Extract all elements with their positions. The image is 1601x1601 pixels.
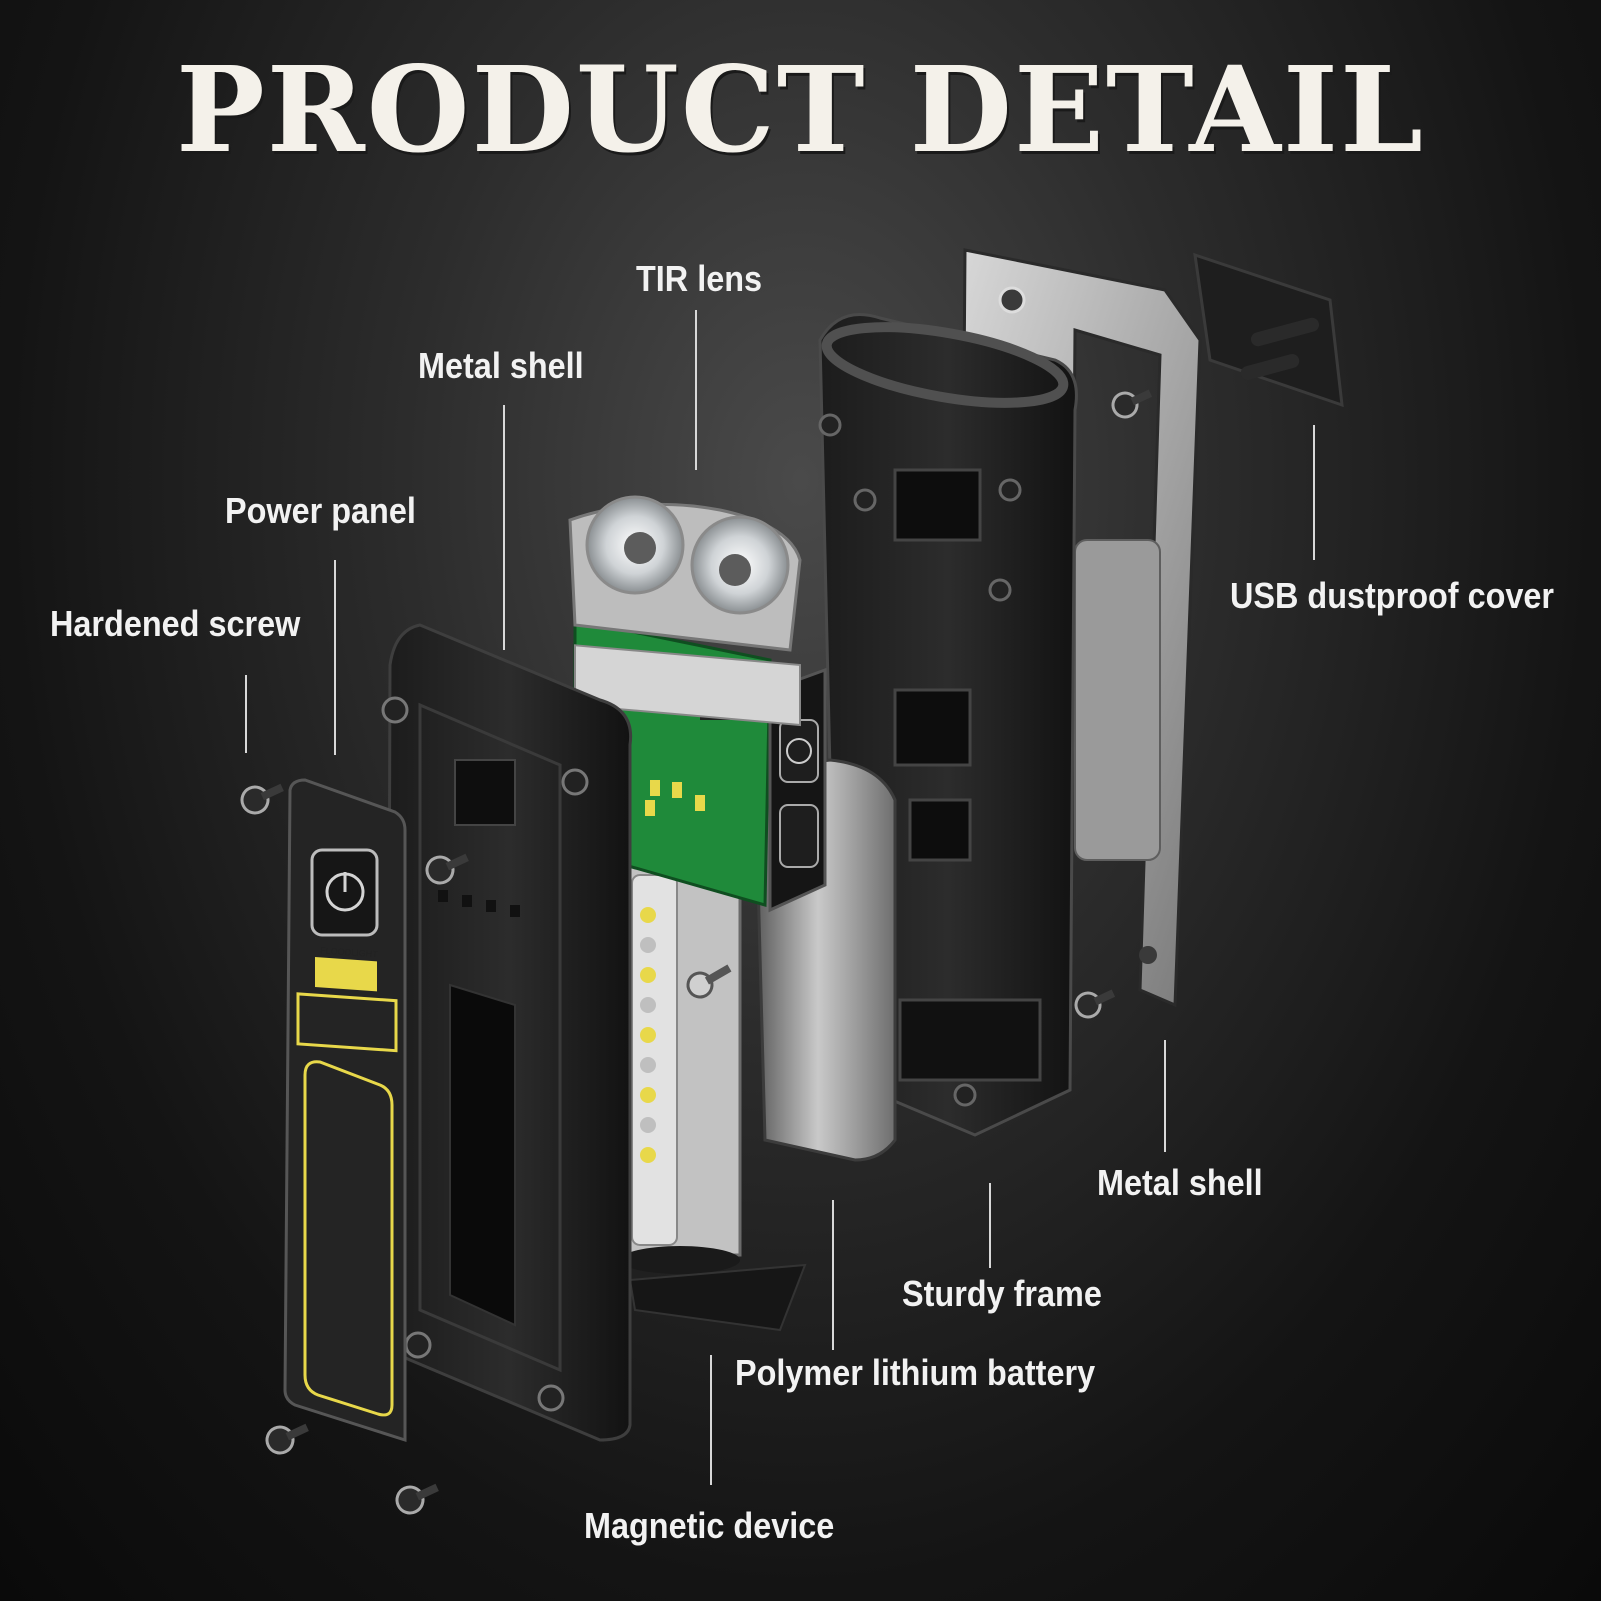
leader-tir-lens (695, 310, 697, 470)
leader-power-panel (334, 560, 336, 755)
leader-sturdy-frame (989, 1183, 991, 1268)
power-panel-part (283, 778, 407, 1443)
callout-magnetic-device: Magnetic device (584, 1505, 835, 1546)
callout-polymer-lithium-battery: Polymer lithium battery (735, 1352, 1096, 1393)
callout-usb-dustproof-cover: USB dustproof cover (1230, 575, 1555, 616)
panel-badge-text: FLOODLIGHT (320, 945, 379, 959)
callout-hardened-screw: Hardened screw (50, 603, 301, 644)
page-title: PRODUCT DETAIL (176, 40, 1425, 179)
callout-power-panel: Power panel (225, 490, 416, 531)
leader-polymer-lithium-battery (832, 1200, 834, 1350)
leader-hardened-screw (245, 675, 247, 753)
usb-dustproof-cover-part (1193, 252, 1344, 408)
tir-lens-part (568, 495, 802, 727)
callout-metal-shell-top: Metal shell (418, 345, 584, 386)
leader-magnetic-device (710, 1355, 712, 1485)
callout-metal-shell-right: Metal shell (1097, 1162, 1263, 1203)
leader-metal-shell-right (1164, 1040, 1166, 1152)
led-strip-part (618, 858, 807, 1332)
callout-tir-lens: TIR lens (636, 258, 763, 299)
leader-usb-dustproof-cover (1313, 425, 1315, 560)
hardened-screw-part (240, 389, 1153, 1515)
callout-sturdy-frame: Sturdy frame (902, 1273, 1102, 1314)
leader-metal-shell-top (503, 405, 505, 650)
front-metal-shell-part (381, 623, 633, 1442)
